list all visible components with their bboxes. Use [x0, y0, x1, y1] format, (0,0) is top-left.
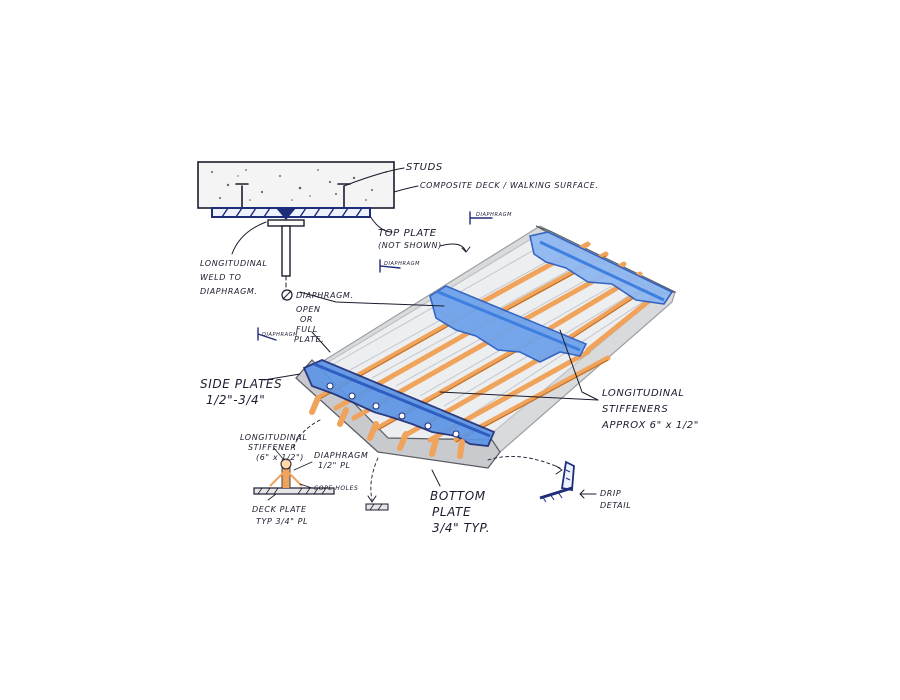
diaphragm-near	[302, 359, 496, 447]
label-open-2: OR	[300, 315, 313, 324]
label-bottom-plate-3: 3/4" TYP.	[432, 521, 490, 535]
diaphragm-tag-2	[379, 259, 401, 273]
label-studs: STUDS	[406, 162, 443, 173]
diaphragm-tag-text-3: DIAPHRAGM	[262, 332, 298, 338]
label-open-4: PLATE.	[294, 335, 324, 344]
diaphragm-tag-text-2: DIAPHRAGM	[384, 261, 420, 267]
diaphragm-far	[529, 231, 674, 305]
label-leaders	[263, 291, 599, 487]
dashed-leaders	[291, 419, 561, 501]
label-side-plates: SIDE PLATES	[200, 377, 282, 391]
drip-detail	[539, 460, 597, 503]
label-detail-stiffener-3: (6" x 1/2")	[256, 453, 304, 462]
label-weld-3: DIAPHRAGM.	[200, 287, 258, 296]
label-composite-deck: COMPOSITE DECK / WALKING SURFACE.	[420, 181, 599, 190]
label-deck-plate-1: DECK PLATE	[252, 505, 307, 514]
label-open-1: OPEN	[296, 305, 321, 314]
label-weld-1: LONGITUDINAL	[200, 259, 267, 268]
label-top-plate: TOP PLATE	[378, 228, 437, 239]
diaphragm-middle	[429, 285, 588, 363]
label-bottom-plate-2: PLATE	[432, 505, 471, 519]
bottom-plate-detail	[365, 503, 389, 511]
label-top-plate-sub: (NOT SHOWN)	[378, 241, 442, 250]
label-side-plates-dim: 1/2"-3/4"	[206, 393, 265, 407]
label-weld-2: WELD TO	[200, 273, 242, 282]
stiffener-ends	[309, 395, 465, 459]
label-stiffeners-3: APPROX 6" x 1/2"	[601, 420, 699, 431]
diaphragm-tag-text-1: DIAPHRAGM	[476, 212, 512, 218]
deck-box-girder	[291, 225, 677, 503]
diaphragm-tag-3	[257, 327, 277, 341]
weld-symbol	[276, 208, 296, 220]
label-bottom-plate-1: BOTTOM	[430, 489, 486, 503]
label-stiffeners-1: LONGITUDINAL	[602, 388, 684, 399]
label-diaphragm-center: DIAPHRAGM.	[296, 291, 354, 300]
label-detail-stiffener-1: LONGITUDINAL	[240, 433, 307, 442]
diaphragm-web	[281, 225, 291, 277]
label-drip-1: DRIP	[600, 489, 621, 498]
label-cope-holes: COPE HOLES	[314, 485, 358, 492]
label-stiffeners-2: STIFFENERS	[602, 404, 668, 415]
label-detail-stiffener-2: STIFFENER	[248, 443, 297, 452]
stiffener-detail	[253, 447, 335, 501]
diaphragm-stub	[267, 219, 305, 227]
label-detail-diaphragm-2: 1/2" PL	[318, 461, 351, 470]
top-plate-hatch	[221, 207, 363, 218]
diaphragm-tag-1	[469, 211, 493, 225]
composite-deck-slab	[197, 161, 395, 209]
deck-section-detail	[197, 161, 419, 301]
label-open-3: FULL	[296, 325, 318, 334]
label-deck-plate-2: TYP 3/4" PL	[256, 517, 308, 526]
aggregate-texture	[211, 169, 387, 201]
label-drip-2: DETAIL	[600, 501, 631, 510]
label-detail-diaphragm-1: DIAPHRAGM	[314, 451, 368, 460]
